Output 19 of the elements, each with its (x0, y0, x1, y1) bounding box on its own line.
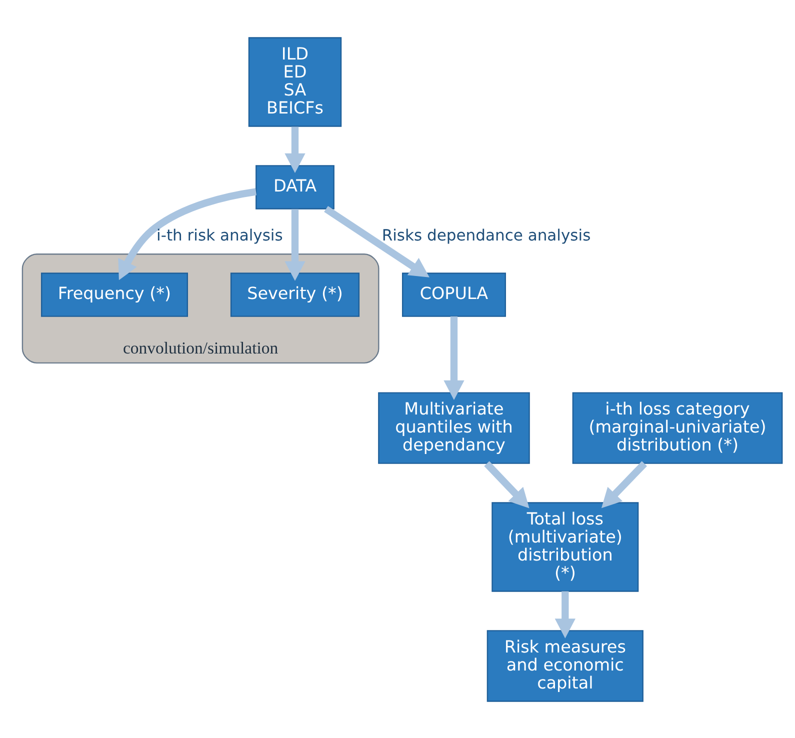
arrow (284, 126, 306, 173)
node-box: DATA (256, 164, 334, 209)
node-box: Severity (*) (230, 272, 360, 316)
arrow (554, 590, 576, 638)
node-box: i-th loss category (marginal-univariate) distribution (*) (572, 392, 783, 464)
arrow (324, 205, 430, 277)
node-box: ILD ED SA BEICFs (248, 36, 342, 126)
node-box: Risk measures and economic capital (486, 630, 644, 702)
arrow (284, 208, 306, 280)
edge-label: Risks dependance analysis (382, 226, 591, 244)
node-box: Multivariate quantiles with dependancy (378, 392, 530, 464)
arrow (484, 460, 530, 508)
arrow (118, 188, 257, 280)
edge-label: i-th risk analysis (156, 226, 283, 244)
arrow (601, 460, 647, 508)
arrow (444, 316, 464, 400)
node-box: Frequency (*) (40, 272, 188, 316)
node-box: COPULA (402, 272, 506, 316)
node-box: Total loss (multivariate) distribution (*) (492, 502, 639, 592)
